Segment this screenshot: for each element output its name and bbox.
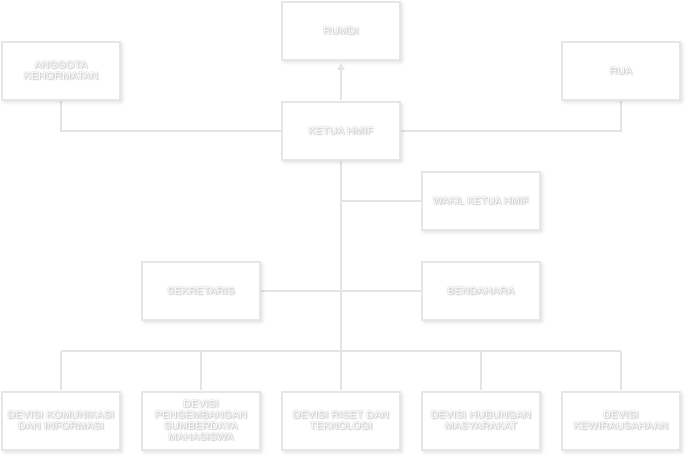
node-wakil: WAKIL KETUA HMIF [421,171,541,231]
node-label: ANGGOTA KEHORMATAN [23,59,99,82]
node-label: DEVISI KOMUNIKASI DAN INFORMASI [7,409,115,432]
node-label: DEVISI RISET DAN TEKNOLOGI [292,409,390,432]
connector-ketua-anggota [60,100,282,132]
connector-group [60,63,622,390]
node-label: SEKRETARIS [167,284,235,297]
node-ketua: KETUA HMIF [281,101,401,161]
node-divisi-kominfo: DEVISI KOMUNIKASI DAN INFORMASI [1,391,121,451]
node-rua: RUA [561,41,681,101]
node-label: DEVISI KEWIRAUSAHAAN [573,409,669,432]
node-sekretaris: SEKRETARIS [141,261,261,321]
connector-ketua-rua [400,100,622,132]
arrowhead-rumdi [337,63,345,70]
node-label: BENDAHARA [447,284,515,297]
node-label: RUMDI [323,24,359,37]
node-divisi-kwu: DEVISI KEWIRAUSAHAAN [561,391,681,451]
node-label: WAKIL KETUA HMIF [432,195,530,207]
node-label: RUA [609,64,633,77]
node-label: DEVISI HUBUNGAN MASYARAKAT [430,409,532,432]
node-rumdi: RUMDI [281,1,401,61]
node-bendahara: BENDAHARA [421,261,541,321]
node-divisi-humas: DEVISI HUBUNGAN MASYARAKAT [421,391,541,451]
node-label: KETUA HMIF [308,124,374,137]
node-anggota-kehormatan: ANGGOTA KEHORMATAN [1,41,121,101]
node-label: DEVISI PENGEMBANGAN SUMBERDAYA MAHASISWA [154,398,248,443]
node-divisi-ristek: DEVISI RISET DAN TEKNOLOGI [281,391,401,451]
node-divisi-psdm: DEVISI PENGEMBANGAN SUMBERDAYA MAHASISWA [141,391,261,451]
